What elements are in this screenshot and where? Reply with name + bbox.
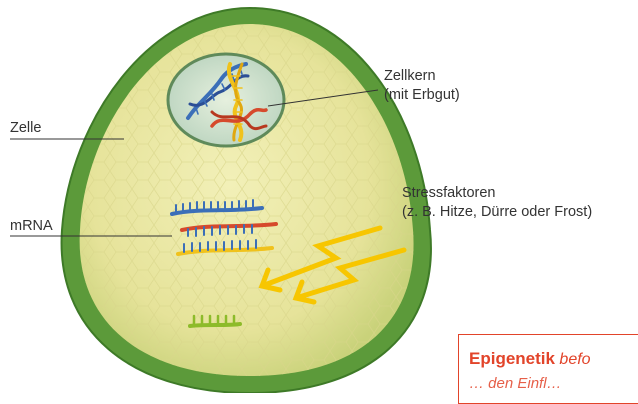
label-stress: Stressfaktoren (z. B. Hitze, Dürre oder … (402, 184, 592, 222)
callout-heading: Epigenetik befo (469, 349, 638, 369)
callout-term: Epigenetik (469, 349, 555, 368)
label-mrna: mRNA (10, 217, 53, 236)
epigenetics-callout: Epigenetik befo … den Einfl… (458, 334, 638, 404)
label-nucleus-note: (mit Erbgut) (384, 86, 460, 105)
nucleus (168, 54, 284, 146)
label-stress-title: Stressfaktoren (402, 184, 592, 203)
label-nucleus-title: Zellkern (384, 67, 460, 86)
label-stress-note: (z. B. Hitze, Dürre oder Frost) (402, 203, 592, 222)
label-nucleus: Zellkern (mit Erbgut) (384, 67, 460, 105)
label-cell: Zelle (10, 119, 41, 138)
callout-rest: befo (559, 351, 590, 368)
callout-line2: … den Einfl… (469, 375, 638, 392)
